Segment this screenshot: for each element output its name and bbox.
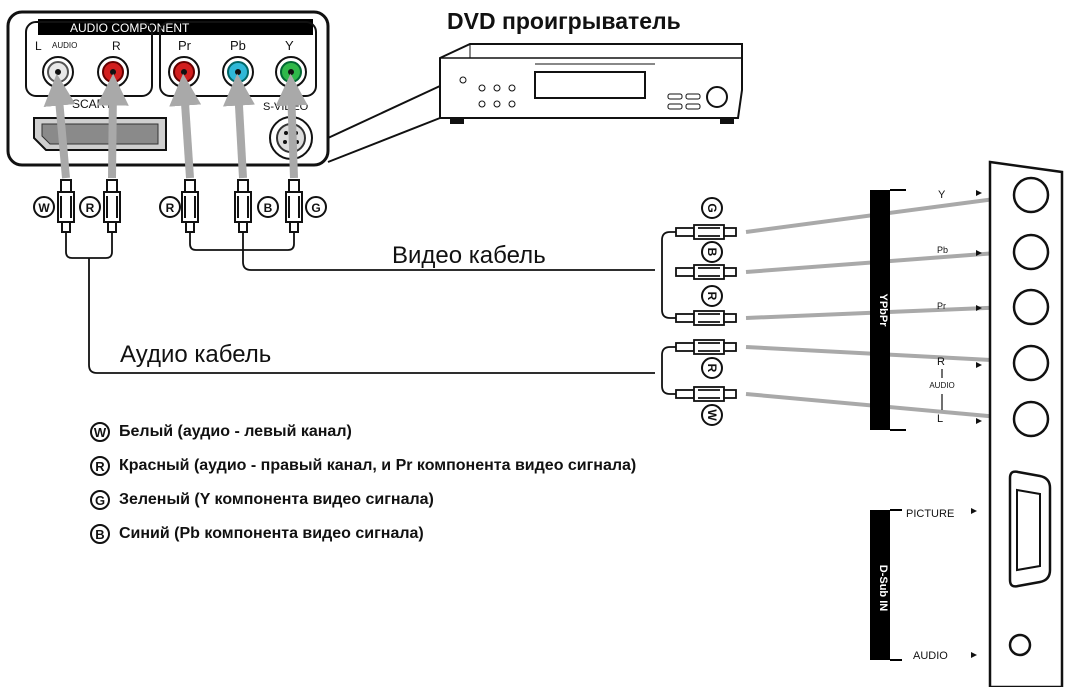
legend-badge-w: W [90, 422, 110, 442]
tv-r-label: R [937, 356, 945, 368]
jack-red-pr [168, 56, 200, 88]
tv-audio-label: AUDIO [929, 381, 954, 390]
tv-pb-label: Pb [937, 245, 948, 255]
right-plugs [675, 224, 737, 402]
legend-item-white: W Белый (аудио - левый канал) [90, 415, 636, 449]
legend-badge-g: G [90, 490, 110, 510]
scart-label: SCART [72, 97, 113, 111]
plug-red-pr-right [675, 310, 737, 326]
jack-red-audio [97, 56, 129, 88]
tv-audio-in-label: AUDIO [913, 650, 948, 662]
legend-badge-b: B [90, 524, 110, 544]
tv-y-label: Y [938, 189, 946, 201]
cable-wires [65, 231, 676, 395]
jack-pr-label: Pr [178, 38, 192, 53]
tv-dsub-connector [1008, 470, 1052, 588]
audio-sub-label: AUDIO [52, 41, 77, 50]
plug-green-y-right [675, 224, 737, 240]
jack-blue-pb [222, 56, 254, 88]
legend-text-green: Зеленый (Y компонента видео сигнала) [119, 491, 434, 508]
svg-text:R: R [705, 364, 719, 373]
svideo-label: S-VIDEO [263, 101, 309, 113]
audio-r-label: R [112, 39, 121, 53]
plug-white-right [675, 386, 737, 402]
legend-text-white: Белый (аудио - левый канал) [119, 423, 352, 440]
plug-blue-pb-left [234, 179, 252, 233]
svg-text:R: R [705, 292, 719, 301]
tv-jack-audio-in [1008, 633, 1032, 657]
color-legend: W Белый (аудио - левый канал) R Красный … [90, 415, 636, 551]
svg-text:B: B [705, 248, 719, 257]
plug-red-pr-left [181, 179, 199, 233]
legend-item-red: R Красный (аудио - правый канал, и Pr ко… [90, 449, 636, 483]
dvd-player-title: DVD проигрыватель [447, 8, 681, 34]
dvd-rear-panel: AUDIO COMPONENT L AUDIO R Pr Pb Y [6, 10, 441, 167]
tv-jack-pr [1012, 288, 1050, 326]
legend-text-red: Красный (аудио - правый канал, и Pr комп… [119, 457, 637, 474]
plug-red-audio-right [675, 339, 737, 355]
jack-white [42, 56, 74, 88]
ypbpr-label: YPbPr [877, 293, 889, 327]
svg-text:R: R [166, 201, 175, 215]
right-plug-badges: G B R R W [701, 197, 723, 426]
tv-jack-audio-r [1012, 344, 1050, 382]
dvd-arrows [43, 73, 308, 179]
jack-pb-label: Pb [230, 38, 246, 53]
plug-red-audio-left [103, 179, 121, 233]
tv-picture-label: PICTURE [906, 508, 954, 520]
svg-text:B: B [264, 201, 273, 215]
audio-component-header: AUDIO COMPONENT [70, 21, 190, 35]
tv-l-label: L [937, 413, 943, 425]
legend-item-green: G Зеленый (Y компонента видео сигнала) [90, 483, 636, 517]
audio-cable-label: Аудио кабель [120, 341, 271, 368]
audio-l-label: L [35, 39, 42, 53]
dvd-player-illustration [439, 43, 743, 124]
legend-badge-r: R [90, 456, 110, 476]
tv-jack-y [1012, 176, 1050, 214]
dsub-label: D-Sub IN [877, 565, 889, 611]
tv-jack-audio-l [1012, 400, 1050, 438]
tv-jack-pb [1012, 233, 1050, 271]
scart-connector [33, 117, 167, 151]
svg-text:G: G [311, 201, 320, 215]
svg-text:G: G [705, 203, 719, 212]
svg-text:W: W [705, 409, 719, 421]
svg-text:W: W [38, 201, 50, 215]
plug-white-left [57, 179, 75, 233]
legend-text-blue: Синий (Pb компонента видео сигнала) [119, 525, 424, 542]
tv-pr-label: Pr [937, 301, 946, 311]
svg-text:R: R [86, 201, 95, 215]
jack-y-label: Y [285, 38, 294, 53]
left-plug-badges: W R R B G [33, 196, 327, 218]
tv-input-panel: YPbPr D-Sub IN Y Pb Pr R AUDIO L PICTURE… [870, 160, 1064, 687]
legend-item-blue: B Синий (Pb компонента видео сигнала) [90, 517, 636, 551]
video-cable-label: Видео кабель [392, 242, 546, 269]
jack-green-y [275, 56, 307, 88]
plug-blue-pb-right [675, 264, 737, 280]
plug-green-y-left [285, 179, 303, 233]
